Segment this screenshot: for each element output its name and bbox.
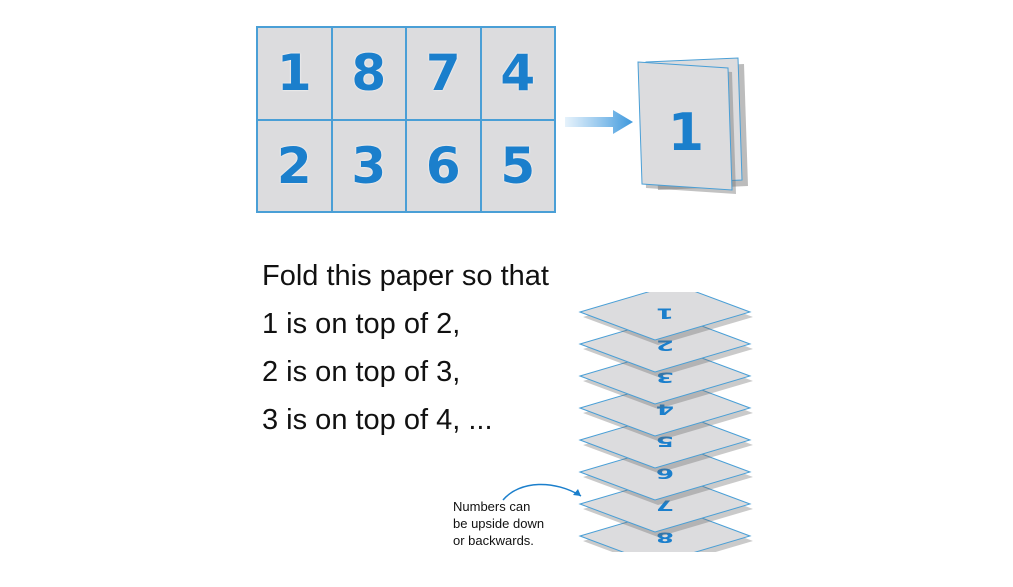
grid-cell: 7	[406, 27, 481, 120]
grid-cell: 5	[480, 119, 555, 212]
grid-cell: 2	[257, 119, 332, 212]
svg-text:4: 4	[656, 401, 674, 417]
grid-cell: 3	[331, 119, 406, 212]
stack-layer: 4	[578, 379, 753, 441]
stacked-pages: 8 7 6 5 4 3 2 1	[578, 292, 753, 552]
svg-text:6: 6	[656, 465, 674, 481]
instructions: Fold this paper so that 1 is on top of 2…	[262, 252, 549, 444]
stack-layer: 6	[578, 443, 753, 505]
svg-text:8: 8	[656, 529, 674, 545]
grid-cell: 6	[406, 119, 481, 212]
curved-arrow-icon	[502, 483, 582, 501]
stack-layer: 8	[578, 507, 753, 552]
instruction-line: 2 is on top of 3,	[262, 356, 461, 388]
note-line: be upside down	[453, 516, 545, 531]
instruction-line: Fold this paper so that	[262, 260, 549, 292]
instruction-line: 3 is on top of 4, ...	[262, 404, 493, 436]
note-line: Numbers can	[453, 499, 531, 514]
folded-booklet: 1	[637, 57, 748, 194]
note-text: Numbers can be upside down or backwards.	[453, 498, 544, 549]
stack-layer: 1	[578, 292, 753, 345]
stack-layer: 2	[578, 315, 753, 377]
svg-text:2: 2	[656, 337, 674, 353]
right-arrow-icon	[565, 110, 633, 134]
unfolded-paper-grid: 1 8 7 4 2 3 6 5	[256, 26, 556, 213]
svg-text:1: 1	[656, 305, 674, 321]
svg-text:3: 3	[656, 369, 674, 385]
instruction-line: 1 is on top of 2,	[262, 308, 461, 340]
svg-text:7: 7	[656, 497, 674, 513]
svg-text:5: 5	[656, 433, 674, 449]
grid-cell: 1	[257, 27, 332, 120]
svg-text:1: 1	[668, 103, 704, 163]
grid-cell: 4	[480, 27, 555, 120]
grid-cell: 8	[331, 27, 406, 120]
stack-layer: 7	[578, 475, 753, 537]
note-line: or backwards.	[453, 533, 534, 548]
